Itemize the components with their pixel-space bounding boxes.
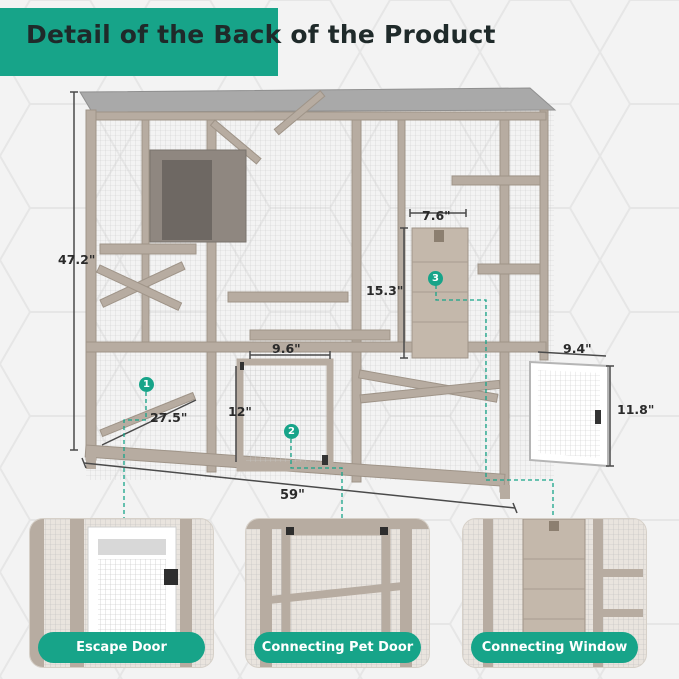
connecting-window bbox=[411, 227, 469, 359]
page-title: Detail of the Back of the Product bbox=[26, 20, 496, 49]
dim-window-height: 15.3" bbox=[366, 283, 404, 298]
window-panel: Connecting Window bbox=[462, 518, 647, 668]
pet-door-label: Connecting Pet Door bbox=[254, 632, 421, 663]
dim-escape-door-height: 11.8" bbox=[617, 402, 655, 417]
escape-door-label: Escape Door bbox=[38, 632, 205, 663]
badge-pet-door: 2 bbox=[284, 424, 299, 439]
dim-pet-door-width: 9.6" bbox=[272, 341, 301, 356]
dim-height: 47.2" bbox=[58, 252, 96, 267]
dim-window-width: 7.6" bbox=[422, 208, 451, 223]
connecting-pet-door bbox=[236, 358, 334, 472]
dim-pet-door-height: 12" bbox=[228, 404, 252, 419]
dim-escape-door-width: 9.4" bbox=[563, 341, 592, 356]
pet-door-panel: Connecting Pet Door bbox=[245, 518, 430, 668]
escape-door-panel: Escape Door bbox=[29, 518, 214, 668]
title-banner bbox=[0, 8, 278, 76]
window-label: Connecting Window bbox=[471, 632, 638, 663]
dim-depth: 27.5" bbox=[150, 410, 188, 425]
badge-window: 3 bbox=[428, 271, 443, 286]
dim-width: 59" bbox=[280, 488, 305, 503]
badge-escape-door: 1 bbox=[139, 377, 154, 392]
